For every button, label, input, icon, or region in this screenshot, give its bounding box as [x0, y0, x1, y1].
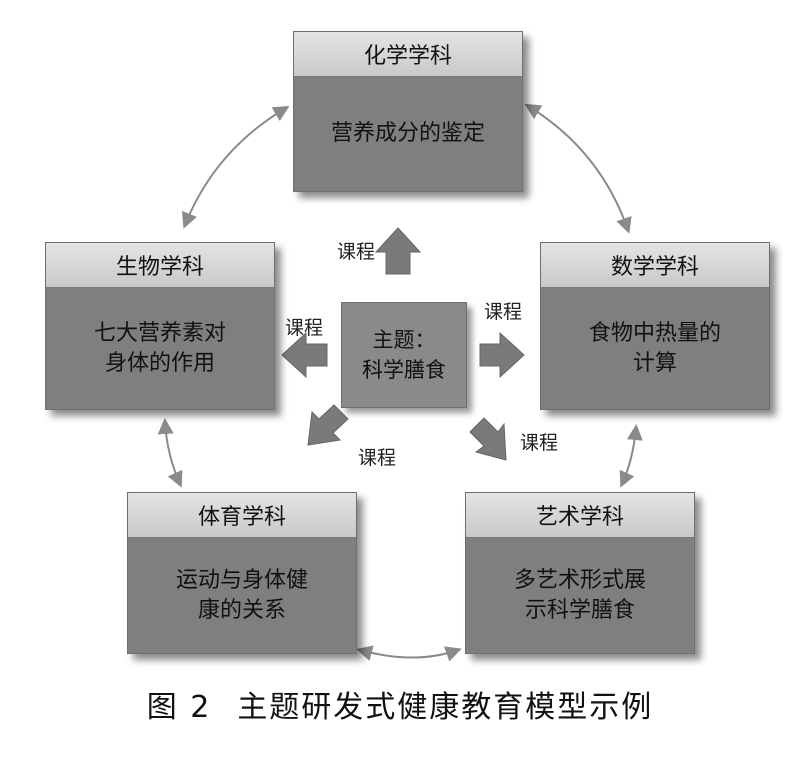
node-chemistry: 化学学科 营养成分的鉴定 — [293, 31, 523, 192]
center-theme: 主题： 科学膳食 — [341, 302, 467, 408]
course-label-bottom-right: 课程 — [520, 432, 559, 454]
node-pe-body: 运动与身体健 康的关系 — [128, 538, 356, 653]
course-label-right: 课程 — [484, 301, 523, 323]
node-art-title: 艺术学科 — [466, 493, 694, 538]
course-label-top: 课程 — [337, 241, 376, 263]
connector-math-art — [619, 424, 643, 488]
node-math-body: 食物中热量的 计算 — [541, 288, 769, 409]
connector-chemistry-math — [524, 103, 632, 234]
arrow-right — [479, 331, 525, 379]
figure-title: 主题研发式健康教育模型示例 — [237, 690, 654, 725]
node-art-body: 多艺术形式展 示科学膳食 — [466, 538, 694, 653]
node-pe: 体育学科 运动与身体健 康的关系 — [127, 492, 357, 654]
figure-number: 图 2 — [146, 690, 212, 725]
arrow-down-right — [469, 417, 507, 461]
node-pe-title: 体育学科 — [128, 493, 356, 538]
connector-chemistry-biology — [182, 105, 290, 229]
arrow-left — [281, 331, 328, 379]
arrow-up — [374, 227, 422, 275]
course-label-bottom-left: 课程 — [358, 447, 397, 469]
figure-caption: 图 2 主题研发式健康教育模型示例 — [0, 682, 800, 726]
node-chemistry-body: 营养成分的鉴定 — [294, 77, 522, 191]
node-chemistry-title: 化学学科 — [294, 32, 522, 77]
node-biology: 生物学科 七大营养素对 身体的作用 — [45, 242, 275, 410]
node-biology-title: 生物学科 — [46, 243, 274, 288]
arrow-down-left — [307, 404, 349, 446]
course-label-left: 课程 — [285, 317, 324, 339]
node-math: 数学学科 食物中热量的 计算 — [540, 242, 770, 410]
node-biology-body: 七大营养素对 身体的作用 — [46, 288, 274, 409]
node-math-title: 数学学科 — [541, 243, 769, 288]
connector-biology-pe — [157, 418, 183, 488]
connector-pe-art — [356, 645, 462, 662]
center-theme-line2: 科学膳食 — [362, 358, 446, 382]
center-theme-line1: 主题： — [372, 328, 436, 352]
node-art: 艺术学科 多艺术形式展 示科学膳食 — [465, 492, 695, 654]
